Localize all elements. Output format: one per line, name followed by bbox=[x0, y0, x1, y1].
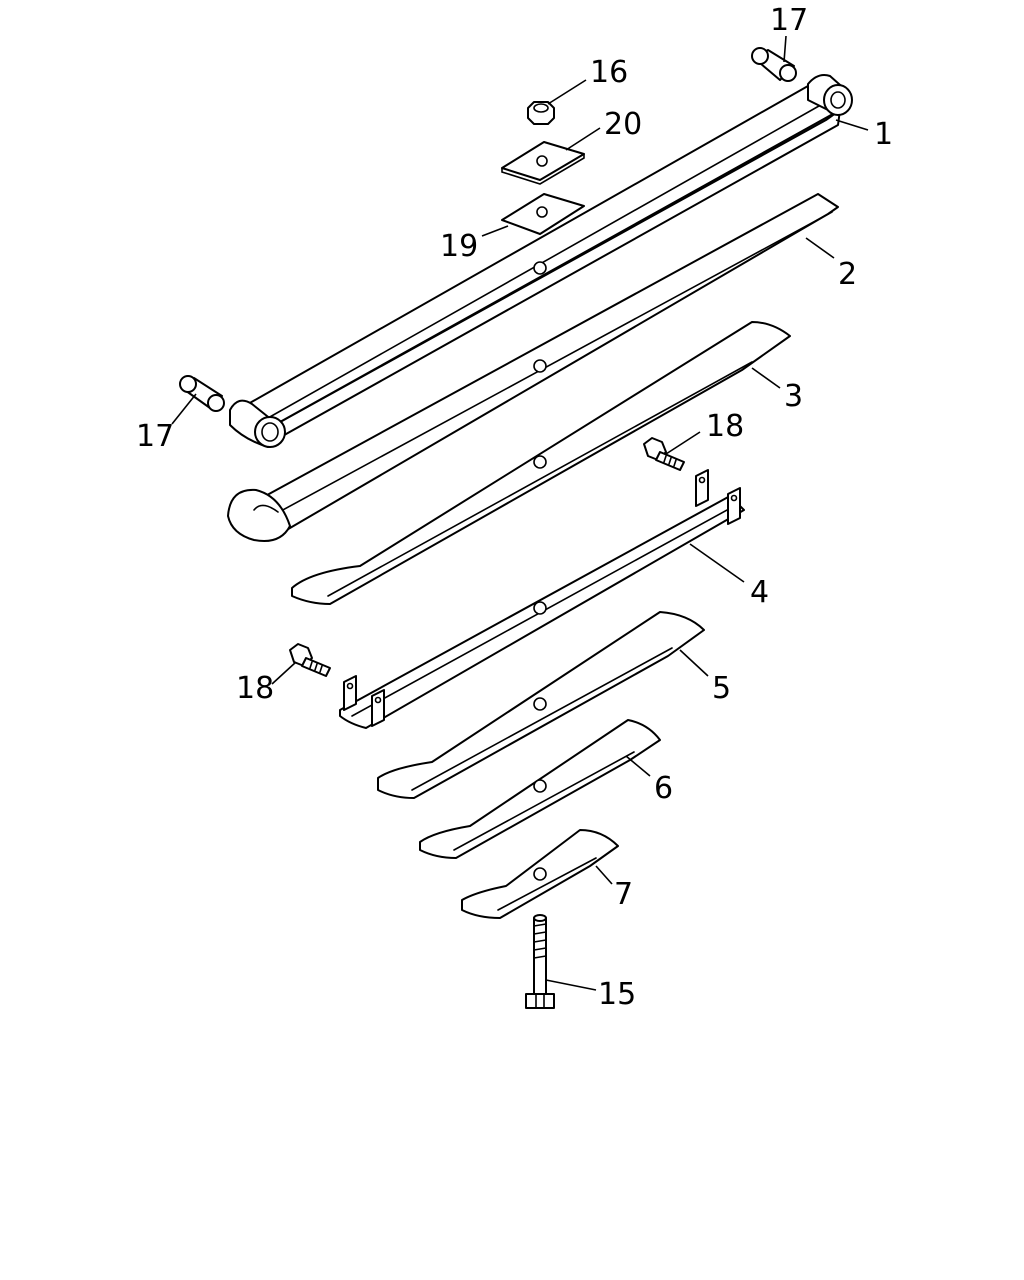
callout-5: 5 bbox=[712, 671, 731, 706]
callout-2: 2 bbox=[838, 257, 857, 292]
bolt-part-18-upper bbox=[643, 437, 685, 471]
leaf-part-7 bbox=[461, 829, 619, 919]
callout-4: 4 bbox=[750, 575, 769, 610]
bushing-part-17-upper bbox=[751, 47, 797, 82]
plate-part-19 bbox=[501, 193, 585, 235]
callout-17-lower: 17 bbox=[136, 419, 174, 454]
callout-20: 20 bbox=[604, 107, 642, 142]
leaf-part-5 bbox=[377, 611, 705, 799]
second-leaf-part-2 bbox=[227, 193, 839, 542]
callout-17-upper: 17 bbox=[770, 3, 808, 38]
callout-19: 19 bbox=[440, 229, 478, 264]
callout-3: 3 bbox=[784, 379, 803, 414]
callout-18-lower: 18 bbox=[236, 671, 274, 706]
nut-part-16 bbox=[527, 101, 555, 125]
callout-16: 16 bbox=[590, 55, 628, 90]
plate-part-20 bbox=[501, 141, 585, 185]
leader-lines bbox=[171, 35, 869, 991]
center-bolt-part-15 bbox=[525, 914, 555, 1009]
bolt-part-18-lower bbox=[289, 643, 331, 677]
callout-6: 6 bbox=[654, 771, 673, 806]
callout-18-upper: 18 bbox=[706, 409, 744, 444]
callout-15: 15 bbox=[598, 977, 636, 1012]
bushing-part-17-lower bbox=[179, 375, 225, 412]
leaf-part-3 bbox=[291, 321, 791, 605]
callout-1: 1 bbox=[874, 117, 893, 152]
clip-leaf-part-4 bbox=[339, 469, 745, 729]
callout-7: 7 bbox=[614, 877, 633, 912]
leaf-part-6 bbox=[419, 719, 661, 859]
main-leaf-part-1 bbox=[229, 74, 853, 448]
